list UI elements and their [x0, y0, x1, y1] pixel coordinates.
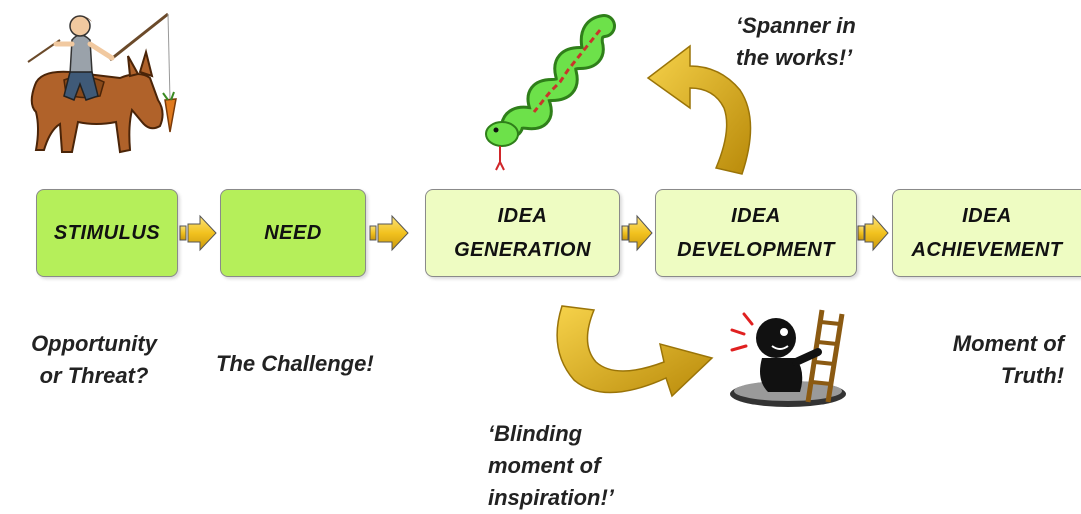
idea-achievement-box: IDEA ACHIEVEMENT: [892, 189, 1081, 277]
caption-challenge: The Challenge!: [216, 348, 374, 380]
arrow-development-to-achievement: [857, 214, 889, 252]
person-ladder-hole-icon: [730, 309, 846, 407]
snake-icon: [485, 14, 616, 171]
caption-opportunity: Opportunity or Threat?: [14, 328, 174, 392]
idea-development-line2: DEVELOPMENT: [677, 239, 835, 261]
caption-truth: Moment of Truth!: [918, 328, 1064, 392]
curved-arrow-back-icon: [646, 44, 752, 175]
idea-achievement-line1: IDEA: [962, 205, 1012, 227]
need-label: NEED: [264, 222, 322, 244]
idea-achievement-line2: ACHIEVEMENT: [911, 239, 1063, 261]
stimulus-label: STIMULUS: [53, 222, 161, 244]
caption-challenge-line1: The Challenge!: [216, 351, 374, 376]
process-arrows: [179, 214, 889, 252]
idea-generation-line1: IDEA: [497, 205, 548, 227]
idea-development-line1: IDEA: [731, 205, 781, 227]
caption-truth-line1: Moment of: [952, 331, 1064, 356]
donkey-rider-carrot-icon: [27, 12, 177, 154]
caption-blinding: ‘Blinding moment of inspiration!’: [488, 418, 614, 514]
caption-blinding-line2: moment of: [488, 453, 601, 478]
stimulus-box: STIMULUS: [36, 189, 178, 277]
caption-spanner: ‘Spanner in the works!’: [736, 10, 856, 74]
caption-truth-line2: Truth!: [1000, 363, 1064, 388]
caption-opportunity-line2: or Threat?: [39, 363, 149, 388]
idea-generation-box: IDEA GENERATION: [425, 189, 620, 277]
idea-development-box: IDEA DEVELOPMENT: [655, 189, 857, 277]
arrow-need-to-generation: [369, 214, 409, 252]
arrow-stimulus-to-need: [179, 214, 217, 252]
curved-arrow-forward-icon: [556, 305, 714, 398]
caption-blinding-line3: inspiration!’: [488, 485, 614, 510]
caption-blinding-line1: ‘Blinding: [488, 421, 583, 446]
caption-opportunity-line1: Opportunity: [31, 331, 157, 356]
idea-generation-line2: GENERATION: [454, 239, 591, 261]
caption-spanner-line2: the works!’: [736, 45, 853, 70]
need-box: NEED: [220, 189, 366, 277]
arrow-generation-to-development: [621, 214, 653, 252]
caption-spanner-line1: ‘Spanner in: [736, 13, 856, 38]
